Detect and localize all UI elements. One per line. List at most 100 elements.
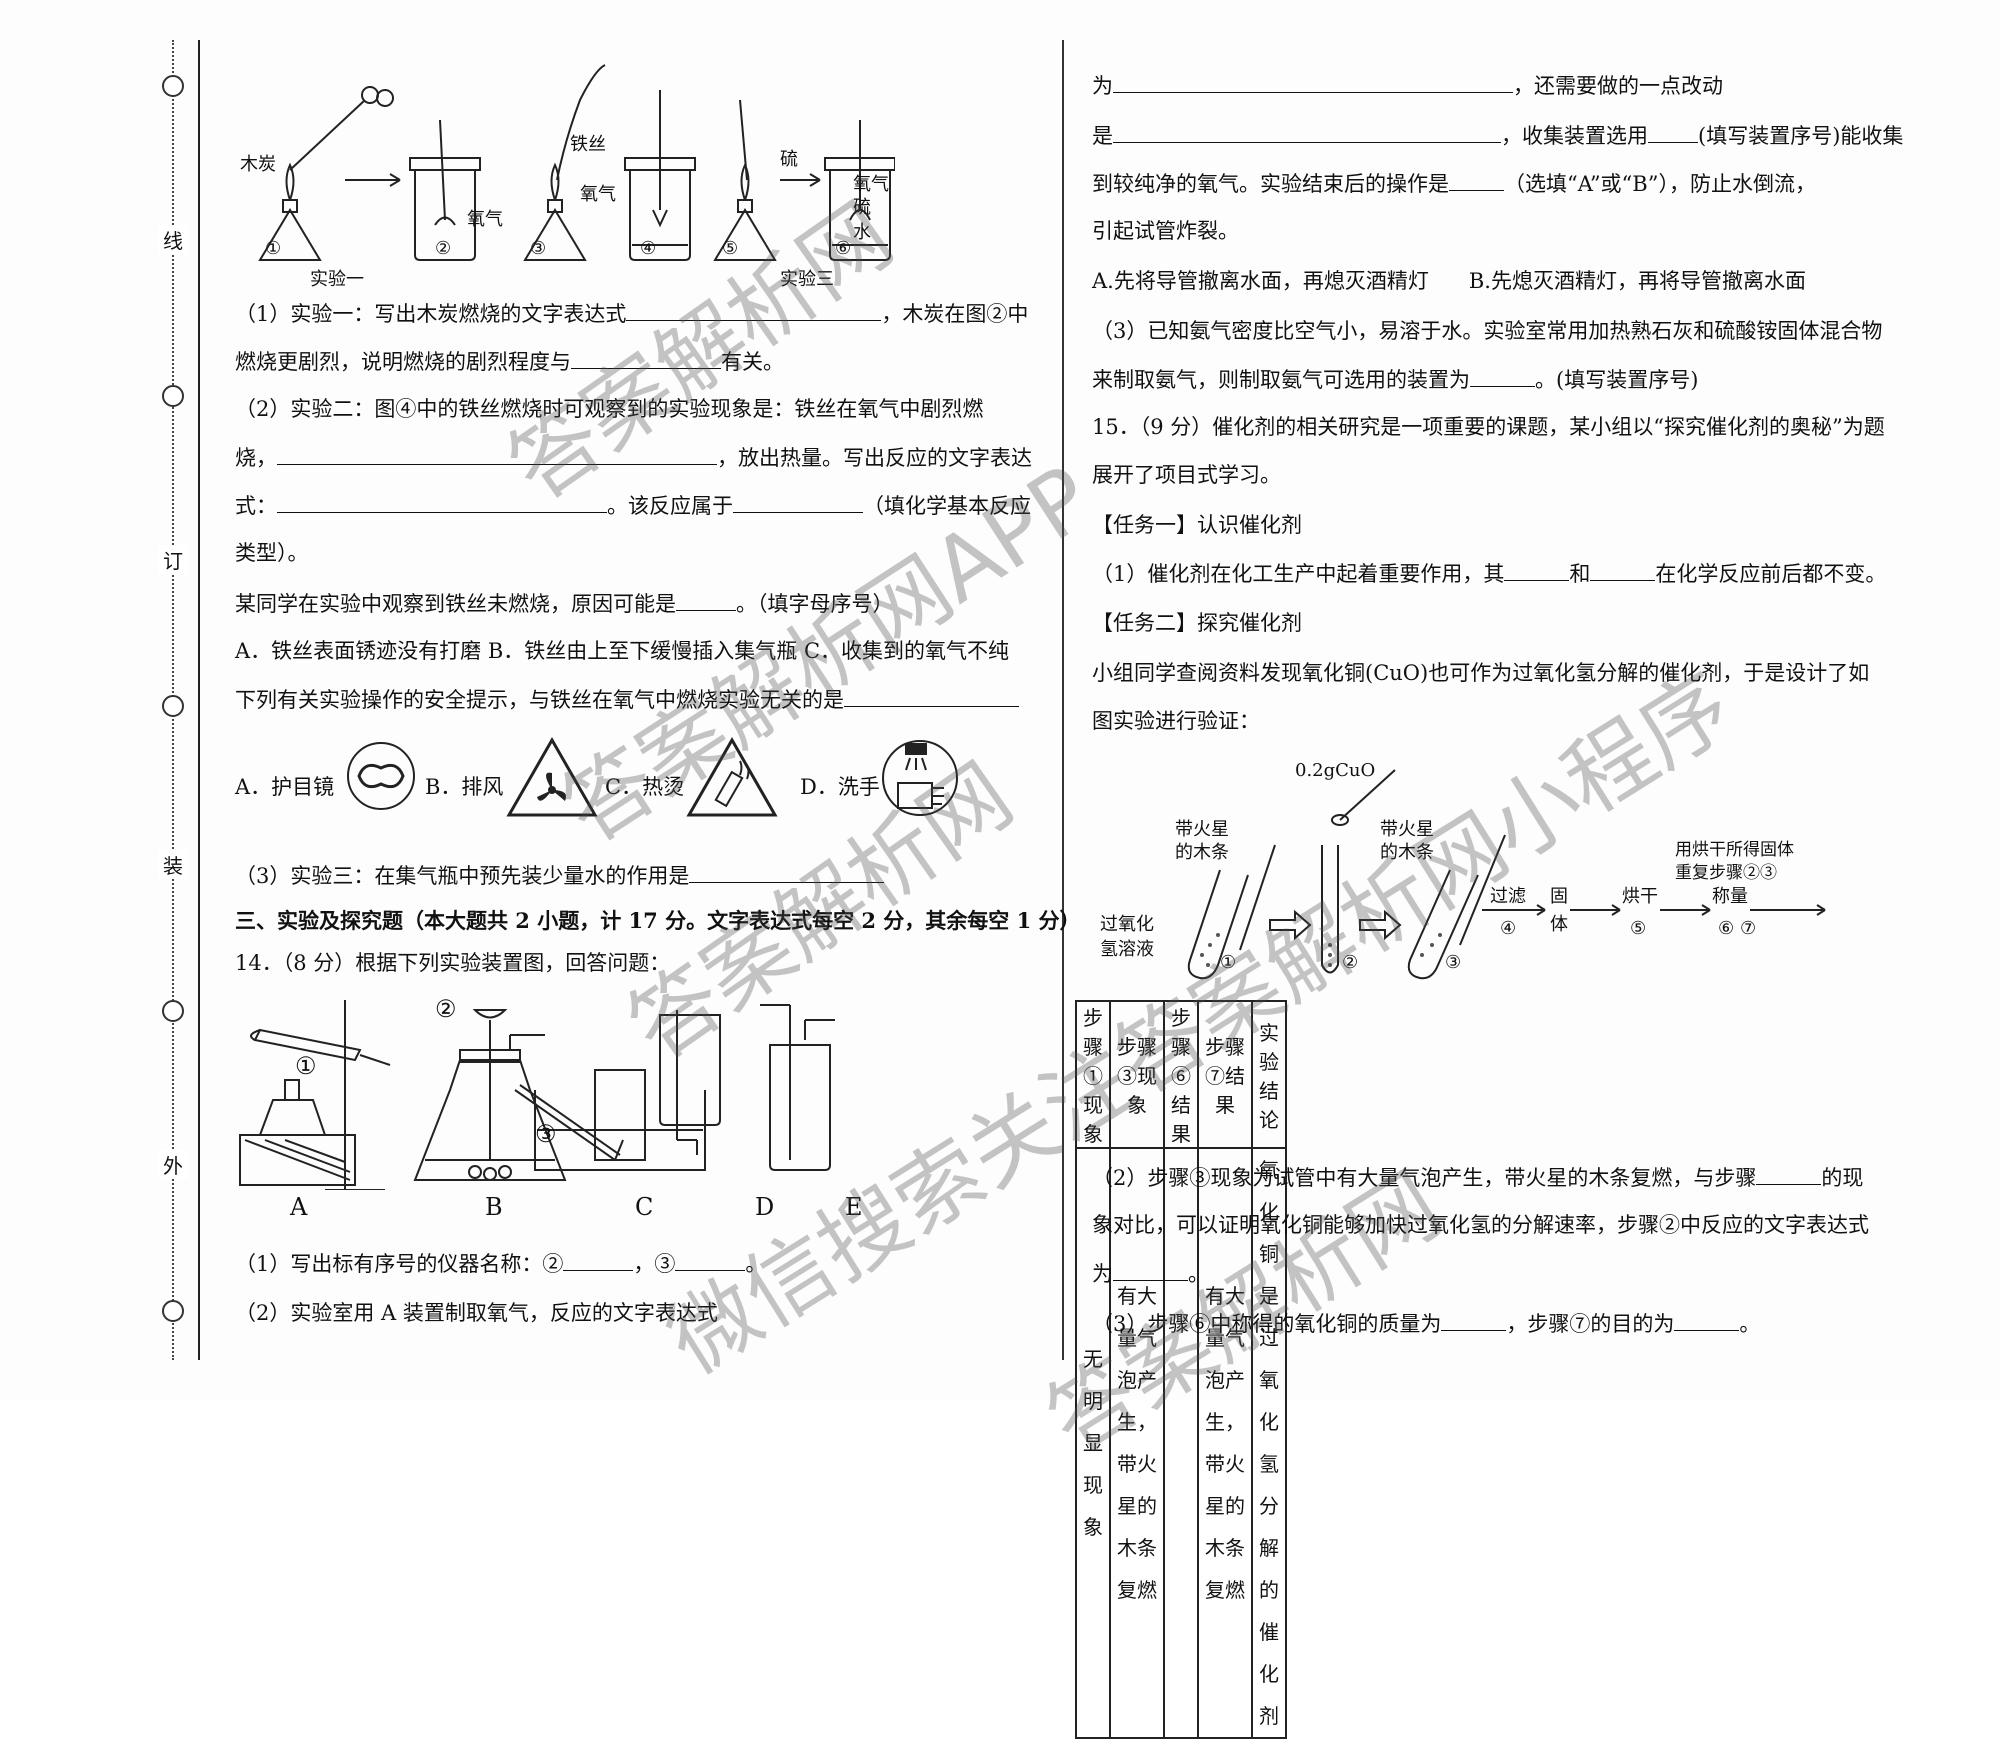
binding-hole [162, 75, 184, 97]
hot-surface-icon [685, 735, 780, 820]
label-c2: ② [1342, 952, 1359, 973]
blank[interactable] [1648, 118, 1698, 143]
binding-hole [162, 695, 184, 717]
blank[interactable] [733, 488, 863, 513]
q3-line: （3）实验三：在集气瓶中预先装少量水的作用是 [235, 858, 885, 893]
q2-options: A．铁丝表面锈迹没有打磨 B．铁丝由上至下缓慢插入集气瓶 C．收集到的氧气不纯 [235, 639, 1010, 663]
q14-title: 14．（8 分）根据下列实验装置图，回答问题： [235, 951, 671, 975]
q1-line-1: （1）实验一：写出木炭燃烧的文字表达式，木炭在图②中 [235, 296, 1028, 331]
label-step-1: ① [265, 238, 282, 259]
combustion-experiments-figure: 木炭 氧气 铁丝 氧气 硫 氧气 硫 水 ① ② ③ ④ ⑤ ⑥ 实验一 实验三 [235, 60, 895, 290]
blank[interactable] [1590, 556, 1656, 581]
r-line-18: （3）步骤⑥中称得的氧化铜的质量为，步骤⑦的目的为。 [1092, 1306, 1760, 1341]
r-line-1: 为，还需要做的一点改动 [1092, 68, 1723, 103]
safety-c-label: C．热烫 [605, 775, 685, 799]
label-c3: ③ [1445, 952, 1462, 973]
gutter-line [198, 40, 200, 1360]
blank[interactable] [1113, 68, 1513, 93]
apparatus-figure: ① ② ③ A B C D E [235, 990, 1025, 1230]
label-splint-2a: 带火星 [1380, 819, 1434, 840]
binding-hole [162, 1300, 184, 1322]
q2-line-3: 式：。该反应属于（填化学基本反应 [235, 488, 1031, 523]
label-h2o2-a: 过氧化 [1100, 914, 1154, 935]
binding-char-ding: 订 [158, 545, 188, 574]
label-step-5: ⑤ [722, 238, 739, 259]
blank[interactable] [563, 1246, 634, 1271]
blank[interactable] [1441, 1306, 1507, 1331]
r-line-7: 来制取氨气，则制取氨气可选用的装置为。(填写装置序号) [1092, 362, 1698, 397]
label-s6: ⑥ [1718, 918, 1735, 939]
label-repeat-2: 重复步骤②③ [1675, 863, 1777, 883]
table-header: 步骤⑥结果 [1163, 1000, 1199, 1149]
table-header: 步骤①现象 [1075, 1000, 1111, 1149]
blank[interactable] [1113, 118, 1501, 143]
blank[interactable] [1756, 1160, 1822, 1185]
results-table: 步骤①现象 步骤③现象 步骤⑥结果 步骤⑦结果 实验结论 无明显现象 有大量气泡… [1075, 1000, 1287, 1739]
label-s5: ⑤ [1630, 918, 1647, 939]
blank[interactable] [844, 682, 1019, 707]
label-c1: ① [1220, 952, 1237, 973]
blank[interactable] [277, 440, 717, 465]
binding-char-zhuang: 装 [158, 850, 188, 879]
r-line-16: 象对比，可以证明氧化铜能够加快过氧化氢的分解速率，步骤②中反应的文字表达式 [1092, 1213, 1869, 1237]
label-experiment-3: 实验三 [780, 269, 834, 290]
section-3-title: 三、实验及探究题（本大题共 2 小题，计 17 分。文字表达式每空 2 分，其余… [235, 908, 1081, 933]
marker-1: ① [295, 1052, 317, 1080]
label-dry: 烘干 [1622, 886, 1658, 907]
blank[interactable] [1674, 1306, 1740, 1331]
q2-safety-question: 下列有关实验操作的安全提示，与铁丝在氧气中燃烧实验无关的是 [235, 682, 1019, 717]
safety-d-label: D．洗手 [800, 775, 880, 799]
r-line-2: 是，收集装置选用(填写装置序号)能收集 [1092, 118, 1903, 153]
table-header-row: 步骤①现象 步骤③现象 步骤⑥结果 步骤⑦结果 实验结论 [1075, 1000, 1287, 1149]
label-oxygen: 氧气 [467, 209, 503, 230]
blank[interactable] [1449, 166, 1504, 191]
q2-line-2: 烧，，放出热量。写出反应的文字表达 [235, 440, 1032, 475]
q1-line-2: 燃烧更剧烈，说明燃烧的剧烈程度与有关。 [235, 344, 784, 379]
r-line-15: （2）步骤③现象为试管中有大量气泡产生，带火星的木条复燃，与步骤的现 [1092, 1160, 1863, 1195]
binding-margin: 线 订 装 外 [150, 40, 200, 1360]
r-line-3: 到较纯净的氧气。实验结束后的操作是（选填“A”或“B”），防止水倒流， [1092, 166, 1816, 201]
binding-char-xian: 线 [158, 225, 188, 254]
blank[interactable] [277, 488, 607, 513]
label-weigh: 称量 [1712, 886, 1748, 907]
label-s7: ⑦ [1740, 918, 1757, 939]
label-filter: 过滤 [1490, 886, 1526, 907]
apparatus-d-label: D [755, 1193, 775, 1221]
apparatus-e-label: E [845, 1193, 863, 1221]
label-s4: ④ [1500, 918, 1517, 939]
table-header: 步骤⑦结果 [1197, 1000, 1253, 1149]
apparatus-b-label: B [485, 1193, 503, 1221]
table-header: 实验结论 [1251, 1000, 1287, 1149]
catalyst-flow-figure: 0.2gCuO 带火星 的木条 带火星 的木条 过氧化 氢溶液 ① ② ③ 过滤… [1090, 760, 1830, 990]
marker-2: ② [435, 995, 457, 1023]
label-sulfur-2: 硫 [853, 197, 871, 218]
label-experiment-1: 实验一 [310, 269, 364, 290]
r-line-8: 15．（9 分）催化剂的相关研究是一项重要的课题，某小组以“探究催化剂的奥秘”为… [1092, 415, 1885, 439]
blank[interactable] [676, 586, 736, 611]
label-sulfur: 硫 [780, 149, 798, 170]
label-oxygen-2: 氧气 [580, 184, 616, 205]
q14-2-line: （2）实验室用 A 装置制取氧气，反应的文字表达式 [235, 1301, 718, 1325]
label-oxygen-3: 氧气 [853, 174, 889, 195]
binding-hole [162, 1000, 184, 1022]
label-water: 水 [853, 222, 871, 243]
blank[interactable] [626, 296, 882, 321]
q2-line-4: 类型）。 [235, 541, 309, 565]
task-2-title: 【任务二】探究催化剂 [1092, 611, 1302, 635]
binding-hole [162, 385, 184, 407]
blank[interactable] [1113, 1256, 1188, 1281]
r-line-9: 展开了项目式学习。 [1092, 463, 1281, 487]
column-divider [1062, 40, 1064, 1360]
q2-line-5: 某同学在实验中观察到铁丝未燃烧，原因可能是。（填字母序号） [235, 586, 894, 621]
label-solid-2: 体 [1550, 914, 1568, 935]
q14-1-line: （1）写出标有序号的仪器名称：②，③。 [235, 1246, 766, 1281]
blank[interactable] [1504, 556, 1570, 581]
blank[interactable] [571, 344, 721, 369]
q2-line-1: （2）实验二：图④中的铁丝燃烧时可观察到的实验现象是：铁丝在氧气中剧烈燃 [235, 397, 984, 421]
safety-a-label: A．护目镜 [235, 775, 335, 799]
label-solid: 固 [1550, 886, 1568, 907]
blank[interactable] [689, 858, 885, 883]
blank[interactable] [1470, 362, 1535, 387]
blank[interactable] [675, 1246, 746, 1271]
